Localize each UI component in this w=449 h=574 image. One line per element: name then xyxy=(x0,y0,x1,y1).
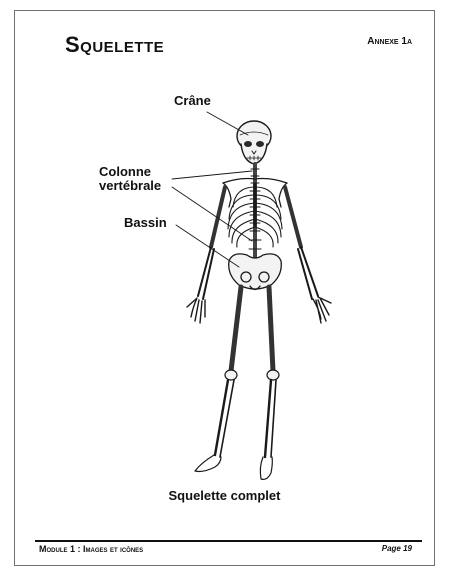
figure-caption: Squelette complet xyxy=(15,488,434,503)
leader-line-crane xyxy=(207,112,248,135)
right-arm-shape xyxy=(285,187,331,323)
left-arm-shape xyxy=(187,187,225,323)
footer-divider xyxy=(35,540,422,542)
leader-line-colonne xyxy=(172,171,252,179)
skeleton-illustration xyxy=(15,11,436,567)
leader-line-colonne-2 xyxy=(172,187,252,241)
document-page: Squelette Annexe 1a xyxy=(14,10,435,566)
label-colonne-vertebrale: Colonne vertébrale xyxy=(99,165,161,193)
footer-page-number: Page 19 xyxy=(382,544,412,553)
skull-shape xyxy=(237,121,271,164)
left-leg-shape xyxy=(195,287,241,472)
right-leg-shape xyxy=(260,287,279,479)
label-bassin: Bassin xyxy=(124,216,167,230)
label-crane: Crâne xyxy=(174,94,211,108)
pelvis-shape xyxy=(229,254,282,290)
footer-module-title: Module 1 : Images et icônes xyxy=(39,544,143,554)
